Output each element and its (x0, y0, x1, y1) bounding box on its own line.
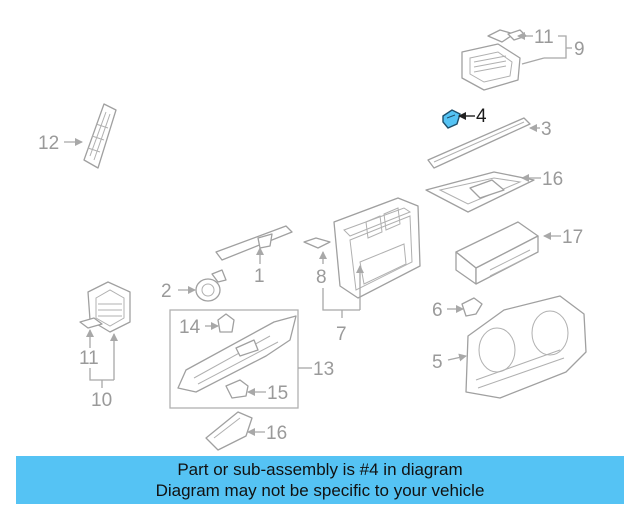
callout-7[interactable]: 7 (336, 324, 347, 345)
part-9-air-vent[interactable] (461, 43, 521, 91)
callout-4[interactable]: 4 (476, 106, 487, 127)
callout-5[interactable]: 5 (432, 352, 443, 373)
bracket-7-left (322, 288, 360, 311)
banner-line-part-number: Part or sub-assembly is #4 in diagram (177, 460, 463, 479)
part-18-module[interactable] (455, 221, 539, 285)
callout-14[interactable]: 14 (179, 317, 201, 338)
callout-2[interactable]: 2 (161, 281, 172, 302)
callout-16[interactable]: 16 (266, 423, 287, 444)
callout-11-top[interactable]: 11 (534, 27, 554, 48)
part-10-left-vent[interactable] (87, 281, 131, 333)
callout-3[interactable]: 3 (541, 119, 552, 140)
callout-8[interactable]: 8 (316, 267, 327, 288)
part-4-clip-highlighted[interactable] (442, 109, 461, 129)
callout-13[interactable]: 13 (313, 359, 334, 380)
banner-line-disclaimer: Diagram may not be specific to your vehi… (155, 481, 485, 500)
part-14-clip[interactable] (217, 313, 235, 333)
part-7-center-console[interactable] (333, 197, 421, 299)
part-13-glovebox-trim[interactable] (177, 315, 297, 393)
leader-9 (521, 57, 545, 65)
part-6-clip[interactable] (461, 297, 483, 317)
info-banner: Part or sub-assembly is #4 in diagram Di… (16, 456, 624, 504)
part-11-clip-left[interactable] (79, 317, 103, 329)
callout-11-left[interactable]: 11 (79, 348, 99, 369)
bracket-10 (89, 368, 114, 381)
group-box-13 (169, 309, 299, 409)
part-12-side-vent[interactable] (83, 103, 117, 169)
callout-9[interactable]: 9 (574, 39, 585, 60)
callout-10[interactable]: 10 (91, 390, 112, 411)
part-17-panel[interactable] (425, 171, 535, 213)
callout-12[interactable]: 12 (38, 133, 59, 154)
part-1-trim[interactable] (215, 225, 293, 261)
part-16-cover[interactable] (205, 411, 253, 451)
part-5-instrument-cluster[interactable] (465, 295, 587, 399)
callout-6[interactable]: 6 (432, 300, 443, 321)
callout-15[interactable]: 15 (267, 383, 288, 404)
leader-5 (447, 353, 467, 362)
part-8-clip[interactable] (303, 237, 331, 249)
part-15-clip[interactable] (225, 379, 249, 399)
part-2-bezel[interactable] (195, 269, 227, 302)
callout-17[interactable]: 16 (542, 169, 563, 190)
callout-18[interactable]: 17 (562, 227, 583, 248)
callout-1[interactable]: 1 (254, 266, 265, 287)
bracket-9 (544, 35, 572, 59)
